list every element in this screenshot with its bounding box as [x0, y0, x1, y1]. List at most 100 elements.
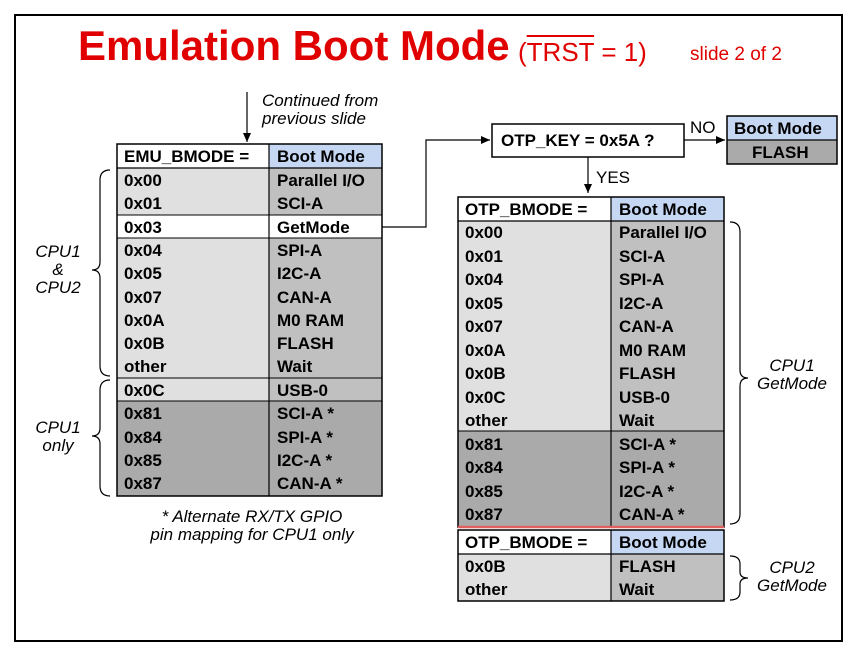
- cpu1-cpu2-label: CPU1 & CPU2: [30, 243, 86, 297]
- emu-rows2-right-bg: [269, 238, 382, 378]
- otp1-code: 0x00: [465, 223, 503, 242]
- cpu1-getmode-line-1: CPU1: [769, 356, 815, 375]
- otp1-header-right: Boot Mode: [619, 200, 707, 219]
- otp1-code: 0x0A: [465, 341, 506, 360]
- emu-getmode-row-bg: [117, 215, 382, 238]
- emu-code: 0x07: [124, 288, 162, 307]
- slide-number: slide 2 of 2: [690, 44, 782, 65]
- emu-mode: CAN-A *: [277, 474, 343, 493]
- cpu2-getmode-label: CPU2 GetMode: [752, 559, 832, 595]
- emu-rows3-bg: [117, 401, 382, 496]
- slide-frame: [14, 14, 843, 642]
- emu-code: 0x85: [124, 451, 162, 470]
- otp1-header-left: OTP_BMODE =: [465, 200, 588, 219]
- emu-mode: SPI-A: [277, 241, 323, 260]
- otp1-code: 0x0B: [465, 364, 506, 383]
- footnote-line-2: pin mapping for CPU1 only: [150, 525, 354, 544]
- emu-rows2-left-bg: [117, 238, 269, 378]
- otp1-mode: SPI-A: [619, 270, 665, 289]
- emu-usb-left-bg: [117, 378, 269, 401]
- otp-key-decision: OTP_KEY = 0x5A ?: [501, 131, 655, 150]
- otp1-code: 0x84: [465, 458, 503, 477]
- continued-line-1: Continued from: [262, 91, 379, 110]
- otp1-code: 0x85: [465, 482, 503, 501]
- emu-mode: SCI-A *: [277, 404, 334, 423]
- otp1-mode: CAN-A *: [619, 505, 685, 524]
- emu-rows1-right-bg: [269, 168, 382, 215]
- slide-title: Emulation Boot Mode: [78, 22, 510, 69]
- cpu2-getmode-line-2: GetMode: [757, 576, 827, 595]
- no-label: NO: [690, 118, 716, 137]
- emu-header-right-bg: [269, 144, 382, 168]
- emu-mode: GetMode: [277, 218, 350, 237]
- continued-line-2: previous slide: [262, 109, 366, 128]
- emu-code: 0x0C: [124, 381, 165, 400]
- emu-code: 0x87: [124, 474, 162, 493]
- cpu1-only-label: CPU1 only: [30, 419, 86, 455]
- emu-code: 0x05: [124, 264, 162, 283]
- otp2-mode: Wait: [619, 580, 655, 599]
- otp1-mode: USB-0: [619, 388, 671, 407]
- emu-mode: CAN-A: [277, 288, 332, 307]
- no-box-value: FLASH: [752, 143, 809, 162]
- otp1-code: 0x07: [465, 317, 503, 336]
- emu-header-left-bg: [117, 144, 269, 168]
- emu-mode: Wait: [277, 357, 313, 376]
- emu-code: 0x81: [124, 404, 162, 423]
- no-box-header: Boot Mode: [734, 119, 822, 138]
- emu-header-left: EMU_BMODE =: [124, 147, 250, 166]
- otp1-mode: Parallel I/O: [619, 223, 707, 242]
- emu-usb-right-bg: [269, 378, 382, 401]
- otp1-mode: SCI-A: [619, 247, 666, 266]
- otp2-mode: FLASH: [619, 557, 676, 576]
- cpu12-line-2: &: [52, 260, 64, 279]
- yes-label: YES: [596, 168, 631, 187]
- emu-mode: USB-0: [277, 381, 329, 400]
- cpu1-getmode-label: CPU1 GetMode: [752, 357, 832, 393]
- emu-code: 0x84: [124, 428, 162, 447]
- otp1-mode: I2C-A: [619, 294, 664, 313]
- emu-code: other: [124, 357, 167, 376]
- emu-mode: I2C-A *: [277, 451, 333, 470]
- otp1-code: 0x05: [465, 294, 503, 313]
- cpu2-getmode-line-1: CPU2: [769, 558, 815, 577]
- otp1-code: other: [465, 411, 508, 430]
- emu-mode: Parallel I/O: [277, 171, 365, 190]
- otp1-mode: SPI-A *: [619, 458, 676, 477]
- trst-signal: TRST: [526, 37, 595, 67]
- emu-mode: SPI-A *: [277, 428, 334, 447]
- emu-code: 0x03: [124, 218, 162, 237]
- emu-rows1-left-bg: [117, 168, 269, 215]
- paren-rest: = 1): [594, 37, 647, 67]
- emu-code: 0x0B: [124, 334, 165, 353]
- otp2-header-right: Boot Mode: [619, 533, 707, 552]
- footnote: * Alternate RX/TX GPIO pin mapping for C…: [112, 508, 392, 544]
- emu-mode: I2C-A: [277, 264, 322, 283]
- emu-code: 0x04: [124, 241, 162, 260]
- otp2-header-left: OTP_BMODE =: [465, 533, 588, 552]
- cpu12-line-1: CPU1: [35, 242, 81, 261]
- emu-header-right: Boot Mode: [277, 147, 365, 166]
- otp1-mode: SCI-A *: [619, 435, 676, 454]
- cpu1only-line-1: CPU1: [35, 418, 81, 437]
- title-condition: (TRST = 1): [518, 37, 647, 68]
- otp1-code: 0x01: [465, 247, 503, 266]
- paren-open: (: [518, 37, 527, 67]
- emu-code: 0x01: [124, 194, 162, 213]
- continued-note: Continued from previous slide: [262, 92, 378, 128]
- otp1-mode: FLASH: [619, 364, 676, 383]
- emu-mode: FLASH: [277, 334, 334, 353]
- otp1-code: 0x0C: [465, 388, 506, 407]
- footnote-line-1: * Alternate RX/TX GPIO: [161, 507, 343, 526]
- otp1-code: 0x87: [465, 505, 503, 524]
- otp1-mode: I2C-A *: [619, 482, 675, 501]
- emu-mode: M0 RAM: [277, 311, 345, 330]
- otp1-mode: M0 RAM: [619, 341, 687, 360]
- otp2-code: 0x0B: [465, 557, 506, 576]
- emu-mode: SCI-A: [277, 194, 324, 213]
- cpu12-line-3: CPU2: [35, 278, 81, 297]
- cpu1-getmode-line-2: GetMode: [757, 374, 827, 393]
- otp1-mode: Wait: [619, 411, 655, 430]
- emu-code: 0x0A: [124, 311, 165, 330]
